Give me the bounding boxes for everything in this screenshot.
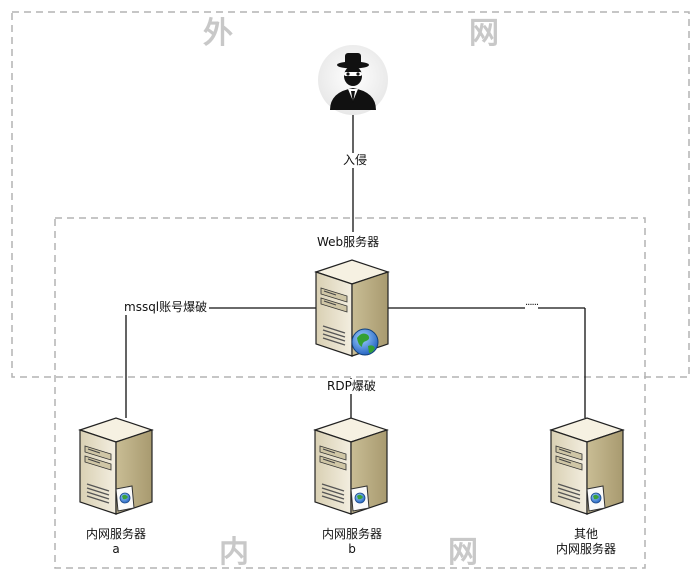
globe-icon (351, 328, 379, 356)
server-a-icon (79, 417, 153, 515)
server-other-icon (550, 417, 624, 515)
server-a-label-line2: a (112, 542, 120, 556)
outer-zone-label-1: 外 (203, 16, 233, 51)
inner-network-zone (54, 217, 646, 569)
inner-zone-label-2: 网 (448, 535, 478, 570)
outer-network-zone (11, 11, 690, 378)
outer-zone-label-2: 网 (469, 16, 499, 51)
web-server-label: Web服务器 (317, 235, 380, 249)
edge-label-rdp: RDP爆破 (325, 379, 378, 394)
hacker-icon (318, 45, 388, 115)
edge-label-ellipsis: ······ (525, 298, 539, 313)
server-other-label-line2: 内网服务器 (555, 542, 616, 556)
server-a-label-line1: 内网服务器 (85, 527, 146, 541)
server-b-label-line1: 内网服务器 (321, 527, 382, 541)
edge-label-intrusion: 入侵 (341, 153, 370, 168)
edge-label-mssql: mssql账号爆破 (122, 300, 210, 315)
inner-zone-label-1: 内 (219, 535, 249, 570)
server-b-label-line2: b (348, 542, 356, 556)
server-b-icon (314, 417, 388, 515)
server-other-label-line1: 其他 (573, 527, 598, 541)
